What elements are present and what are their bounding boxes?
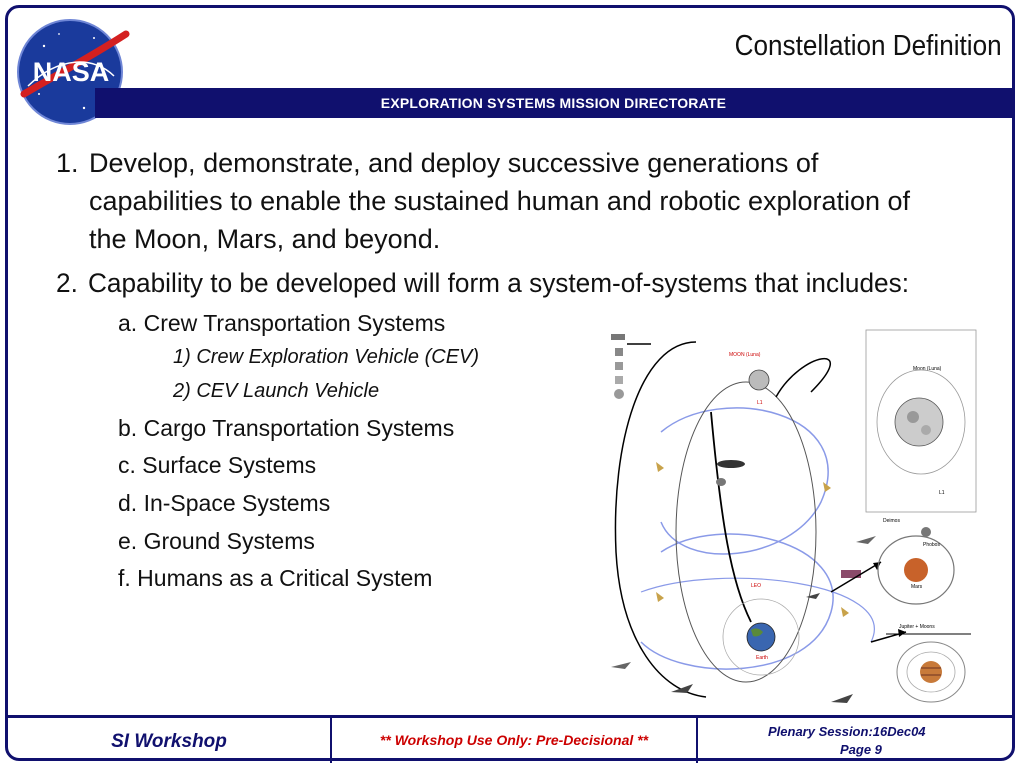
subitem-label: d. xyxy=(118,490,138,516)
list-text-line: capabilities to enable the sustained hum… xyxy=(89,186,911,216)
subitem-text: Surface Systems xyxy=(142,452,317,478)
constellation-diagram: MOON (Luna) L1 Earth LEO Moon (Luna) L1 … xyxy=(601,322,986,717)
inset-l1-label: L1 xyxy=(939,490,945,496)
footer: SI Workshop ** Workshop Use Only: Pre-De… xyxy=(8,715,1015,766)
header-bar: EXPLORATION SYSTEMS MISSION DIRECTORATE xyxy=(95,88,1012,118)
footer-disclaimer: ** Workshop Use Only: Pre-Decisional ** xyxy=(379,732,649,748)
mars-label: Mars xyxy=(911,584,923,590)
footer-left: SI Workshop xyxy=(8,718,332,763)
subitem-a1: 1) Crew Exploration Vehicle (CEV) xyxy=(173,346,479,369)
footer-middle: ** Workshop Use Only: Pre-Decisional ** xyxy=(332,718,698,763)
l1-label: L1 xyxy=(757,400,763,406)
subitem-label: f. xyxy=(118,565,131,591)
subitem-text: In-Space Systems xyxy=(143,490,331,516)
jupiter-body xyxy=(920,661,942,683)
subitem-label: 1) xyxy=(173,346,191,368)
subitem-label: b. xyxy=(118,415,138,441)
subitem-text: Crew Transportation Systems xyxy=(143,310,446,336)
subitem-b: b. Cargo Transportation Systems xyxy=(118,415,454,442)
nasa-logo-text: NASA xyxy=(33,57,110,87)
subitem-label: c. xyxy=(118,452,136,478)
moon-body xyxy=(748,369,770,391)
slide-frame xyxy=(5,5,1015,761)
subitem-text: Humans as a Critical System xyxy=(137,565,433,591)
directorate-label: EXPLORATION SYSTEMS MISSION DIRECTORATE xyxy=(380,95,727,111)
jupiter-label: Jupiter + Moons xyxy=(899,624,935,630)
phobos-label: Phobos xyxy=(923,542,940,548)
slide-title: Constellation Definition xyxy=(735,30,1002,62)
subitem-e: e. Ground Systems xyxy=(118,528,315,555)
inset-moon-label: Moon (Luna) xyxy=(913,366,942,372)
legend-icons xyxy=(611,334,651,399)
subitem-text: Cargo Transportation Systems xyxy=(143,415,455,441)
list-text-line: Capability to be developed will form a s… xyxy=(88,268,909,298)
deimos-label: Deimos xyxy=(883,518,900,524)
footer-page-number: Page 9 xyxy=(840,742,882,757)
footer-workshop: SI Workshop xyxy=(111,731,227,752)
earth-body xyxy=(746,622,776,652)
subitem-label: e. xyxy=(118,528,138,554)
footer-right: Plenary Session:16Dec04 Page 9 xyxy=(698,718,1015,763)
list-number: 2. xyxy=(56,268,78,298)
subitem-c: c. Surface Systems xyxy=(118,452,316,479)
subitem-text: Crew Exploration Vehicle (CEV) xyxy=(196,346,480,368)
footer-session: Plenary Session:16Dec04 xyxy=(768,724,926,739)
earth-label: Earth xyxy=(756,655,768,661)
list-text-line: Develop, demonstrate, and deploy success… xyxy=(89,148,819,178)
leo-label: LEO xyxy=(751,583,761,589)
mars-body xyxy=(904,558,928,582)
list-text-line: the Moon, Mars, and beyond. xyxy=(89,224,441,254)
subitem-text: CEV Launch Vehicle xyxy=(196,380,380,402)
subitem-label: a. xyxy=(118,310,138,336)
list-number: 1. xyxy=(56,148,79,178)
subitem-text: Ground Systems xyxy=(143,528,315,554)
subitem-a2: 2) CEV Launch Vehicle xyxy=(173,380,379,403)
subitem-a: a. Crew Transportation Systems xyxy=(118,310,445,337)
moon-label: MOON (Luna) xyxy=(729,352,761,358)
subitem-f: f. Humans as a Critical System xyxy=(118,565,432,592)
subitem-d: d. In-Space Systems xyxy=(118,490,330,517)
subitem-label: 2) xyxy=(173,380,191,402)
